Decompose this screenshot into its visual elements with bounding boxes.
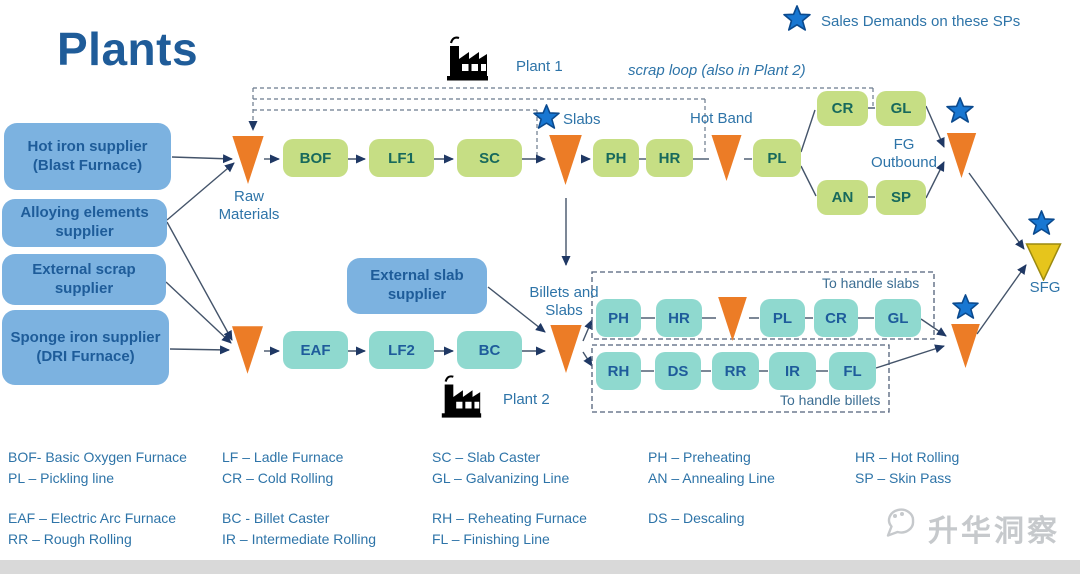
process-box-sp: SP <box>876 180 926 215</box>
inventory-triangle-raw-materials <box>232 136 264 184</box>
legend-item: GL – Galvanizing Line <box>432 470 570 486</box>
process-box-eaf: EAF <box>283 331 348 369</box>
process-box-pl-p2: PL <box>760 299 805 337</box>
process-box-hr-p1: HR <box>646 139 693 177</box>
legend-item: SC – Slab Caster <box>432 449 541 465</box>
process-box-fl: FL <box>829 352 876 390</box>
supplier-hot-iron: Hot iron supplier (Blast Furnace) <box>4 123 171 190</box>
legend-item: RR – Rough Rolling <box>8 531 132 547</box>
to-handle-slabs-label: To handle slabs <box>822 275 920 291</box>
process-box-ph-p1: PH <box>593 139 639 177</box>
sales-demand-star-icon <box>946 97 974 125</box>
sfg-label: SFG <box>1029 279 1061 296</box>
plant1-label: Plant 1 <box>516 58 563 75</box>
legend-item: FL – Finishing Line <box>432 531 550 547</box>
sales-demand-star-icon <box>783 5 811 33</box>
process-box-lf2: LF2 <box>369 331 434 369</box>
legend-item: CR – Cold Rolling <box>222 470 334 486</box>
watermark-text: 升华洞察 <box>928 515 1060 548</box>
process-box-ir: IR <box>769 352 816 390</box>
process-box-rh: RH <box>596 352 641 390</box>
process-box-cr-p1: CR <box>817 91 868 126</box>
inventory-triangle-hot-band <box>711 135 742 181</box>
inventory-triangle-billets-slabs <box>550 325 582 373</box>
legend-item: PH – Preheating <box>648 449 751 465</box>
chat-bubble-icon <box>886 508 915 537</box>
inventory-triangle-raw-materials-p2 <box>232 326 263 374</box>
process-box-bc: BC <box>457 331 522 369</box>
factory-icon <box>437 372 485 420</box>
legend-item: BC - Billet Caster <box>222 510 330 526</box>
plant2-label: Plant 2 <box>503 391 550 408</box>
supplier-sponge-iron: Sponge iron supplier (DRI Furnace) <box>2 310 169 385</box>
inventory-triangle-p2-mid <box>718 297 747 341</box>
process-box-rr: RR <box>712 352 759 390</box>
billets-slabs-label: Billets and Slabs <box>529 284 599 320</box>
sales-demand-star-icon <box>533 104 560 131</box>
bottom-bar <box>0 560 1080 574</box>
scrap-loop-label: scrap loop (also in Plant 2) <box>628 62 806 79</box>
raw-materials-label: Raw Materials <box>218 188 280 224</box>
slabs-label: Slabs <box>563 111 601 128</box>
sfg-triangle-icon <box>1025 243 1062 281</box>
legend-item: BOF- Basic Oxygen Furnace <box>8 449 187 465</box>
inventory-triangle-fg-outbound-p2 <box>951 324 980 368</box>
process-box-cr-p2: CR <box>814 299 858 337</box>
process-box-lf1: LF1 <box>369 139 434 177</box>
legend-item: IR – Intermediate Rolling <box>222 531 377 547</box>
fg-outbound-label: FG Outbound <box>871 136 937 172</box>
sales-demand-note: Sales Demands on these SPs <box>821 13 1021 30</box>
process-box-gl-p2: GL <box>875 299 921 337</box>
process-box-an: AN <box>817 180 868 215</box>
sales-demand-star-icon <box>1028 210 1055 237</box>
inventory-triangle-slabs <box>549 135 582 185</box>
hot-band-label: Hot Band <box>690 110 753 127</box>
process-box-pl-p1: PL <box>753 139 801 177</box>
page-title: Plants <box>57 23 199 75</box>
legend-item: AN – Annealing Line <box>648 470 775 486</box>
legend-item: SP – Skin Pass <box>855 470 952 486</box>
legend-item: PL – Pickling line <box>8 470 115 486</box>
supplier-external-scrap: External scrap supplier <box>2 254 166 305</box>
legend-item: RH – Reheating Furnace <box>432 510 587 526</box>
legend-item: EAF – Electric Arc Furnace <box>8 510 177 526</box>
legend-item: DS – Descaling <box>648 510 745 526</box>
process-box-bof: BOF <box>283 139 348 177</box>
process-box-sc: SC <box>457 139 522 177</box>
supplier-alloying: Alloying elements supplier <box>2 199 167 247</box>
factory-icon <box>442 33 492 83</box>
legend-item: LF – Ladle Furnace <box>222 449 344 465</box>
supplier-external-slab: External slab supplier <box>347 258 487 314</box>
sales-demand-star-icon <box>952 294 979 321</box>
process-box-ds: DS <box>655 352 701 390</box>
process-box-gl-p1: GL <box>876 91 926 126</box>
inventory-triangle-fg-outbound-p1 <box>946 133 977 178</box>
to-handle-billets-label: To handle billets <box>780 392 881 408</box>
process-box-hr-p2: HR <box>656 299 702 337</box>
legend-item: HR – Hot Rolling <box>855 449 960 465</box>
